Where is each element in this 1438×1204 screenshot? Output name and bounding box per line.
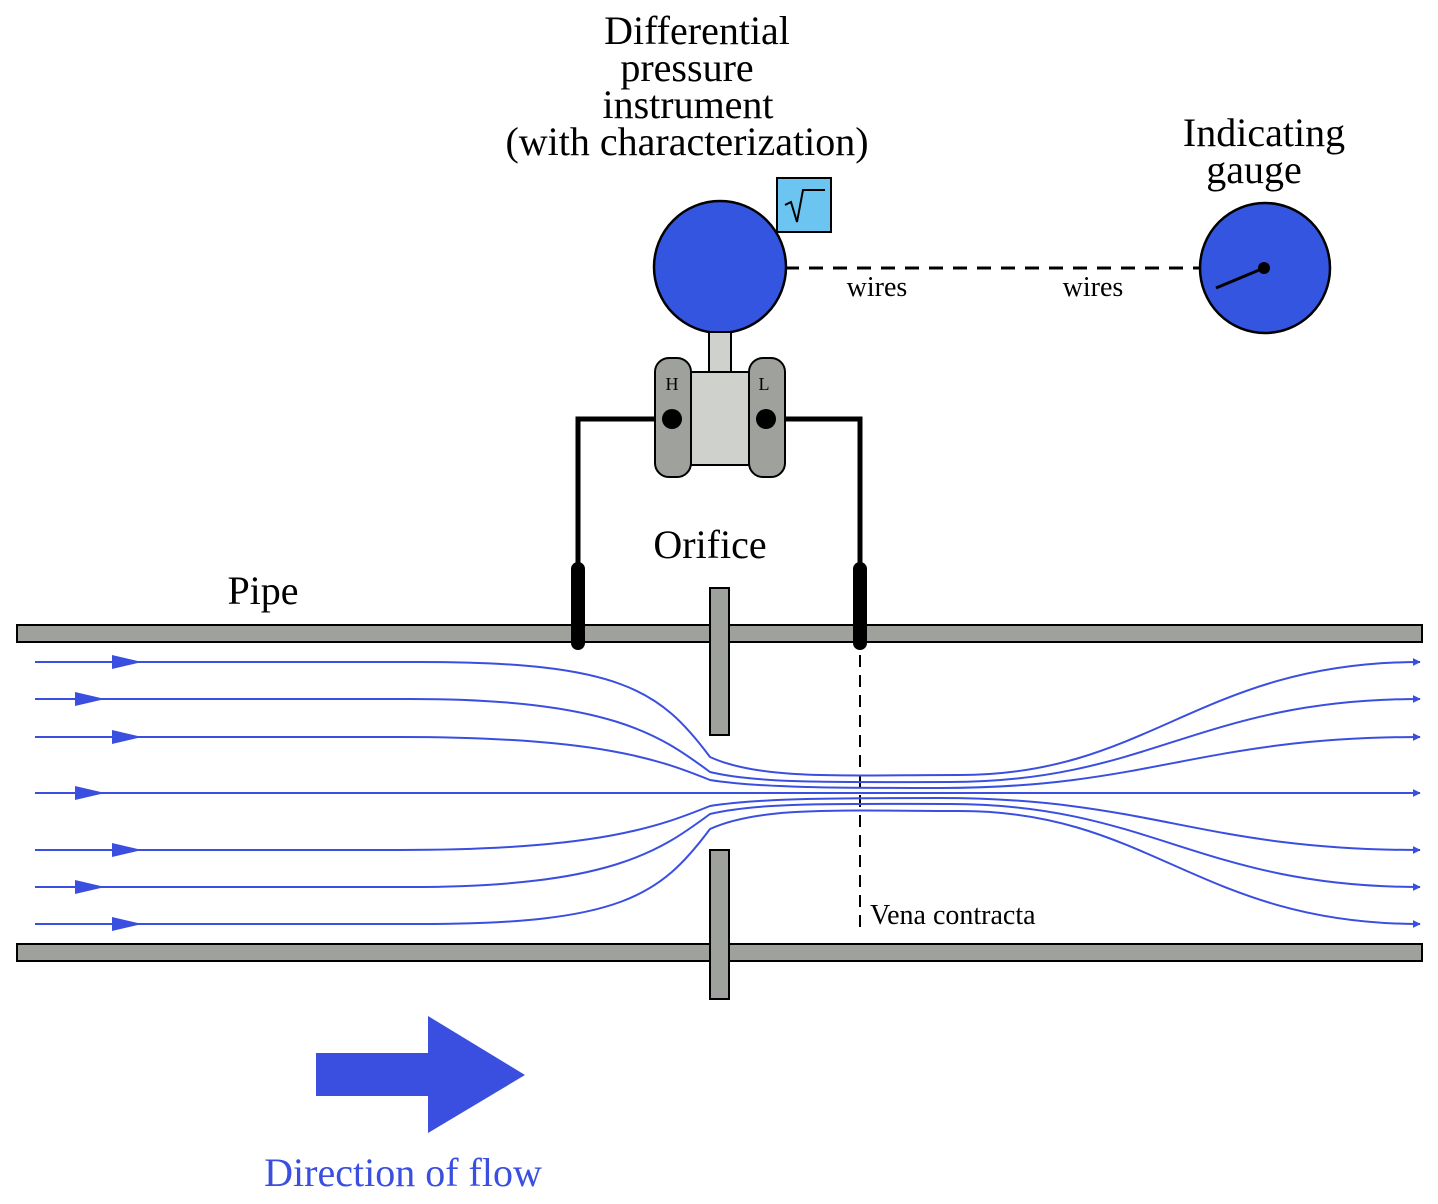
instrument-title-line1: Differential xyxy=(604,8,790,53)
streamline xyxy=(35,802,1421,891)
vena-contracta-label: Vena contracta xyxy=(870,900,1036,931)
upstream-tap xyxy=(571,562,585,650)
inline-arrow xyxy=(75,786,105,800)
transmitter-neck xyxy=(708,331,732,375)
wires-label-left: wires xyxy=(847,272,908,303)
direction-of-flow-label: Direction of flow xyxy=(264,1150,542,1195)
inline-arrow xyxy=(75,692,105,706)
instrument-title-line3: instrument xyxy=(602,82,773,127)
square-root-icon xyxy=(776,177,832,233)
streamline xyxy=(35,733,1421,790)
gauge-title-line2: gauge xyxy=(1206,147,1302,192)
pipe-label: Pipe xyxy=(227,568,298,613)
instrument-title-line4: (with characterization) xyxy=(505,119,868,164)
orifice-plate-bottom xyxy=(709,849,730,1000)
streamlines xyxy=(35,658,1421,928)
transmitter-head xyxy=(652,199,788,335)
streamline xyxy=(35,658,1421,777)
gauge-needle-icon xyxy=(1198,201,1332,335)
streamline xyxy=(35,809,1421,928)
downstream-tap xyxy=(853,562,867,650)
high-impulse-line xyxy=(575,416,671,600)
inline-arrow xyxy=(112,917,142,931)
low-port-label: L xyxy=(759,374,770,394)
low-impulse-line xyxy=(766,416,863,600)
instrument-title-line2: pressure xyxy=(620,45,753,90)
streamline xyxy=(35,695,1421,784)
streamline-inline-arrows xyxy=(75,655,142,931)
streamline xyxy=(35,796,1421,854)
high-port xyxy=(662,409,682,429)
gauge-title-line1: Indicating xyxy=(1183,110,1345,155)
wires-label-right: wires xyxy=(1063,272,1124,303)
orifice-plate-top xyxy=(709,587,730,736)
inline-arrow xyxy=(75,880,105,894)
inline-arrow xyxy=(112,730,142,744)
right-arrow-icon xyxy=(316,1016,525,1133)
inline-arrow xyxy=(112,655,142,669)
inline-arrow xyxy=(112,843,142,857)
low-port xyxy=(756,409,776,429)
high-port-label: H xyxy=(666,374,679,394)
orifice-label: Orifice xyxy=(653,522,766,567)
transmitter-body xyxy=(689,371,751,466)
